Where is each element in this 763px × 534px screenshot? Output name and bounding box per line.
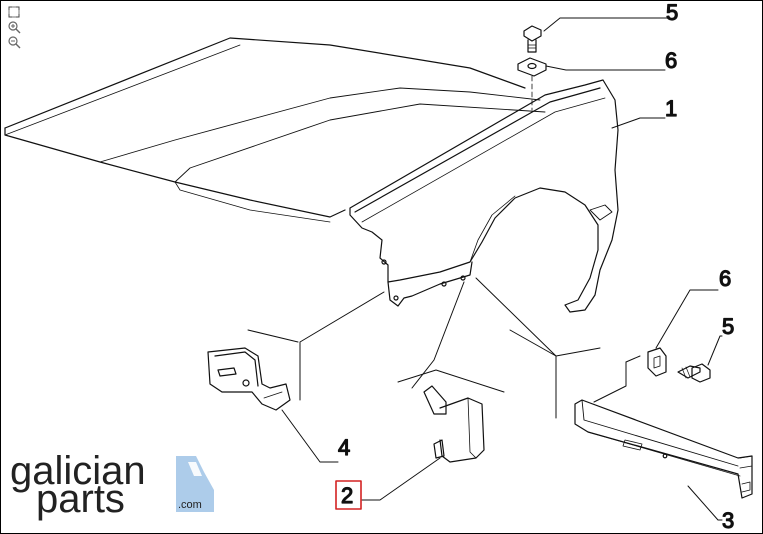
- hood-drawing: [4, 37, 546, 223]
- leader-lines: [247, 17, 723, 521]
- zoom-in-icon[interactable]: [7, 20, 21, 34]
- callout-1[interactable]: 1: [664, 95, 677, 121]
- clip-nut-part-6-top[interactable]: [517, 57, 547, 77]
- fender-part-1[interactable]: [349, 79, 619, 313]
- clip-nut-part-6-right[interactable]: [647, 347, 667, 377]
- svg-text:galician: galician: [10, 449, 146, 493]
- callout-2[interactable]: 2: [340, 482, 353, 508]
- bolt-part-5-top[interactable]: [523, 25, 542, 53]
- callout-6-right[interactable]: 6: [718, 265, 731, 291]
- fit-page-icon[interactable]: [7, 5, 21, 19]
- bolt-part-5-right[interactable]: [677, 363, 711, 383]
- support-bar-part-3[interactable]: [574, 399, 753, 499]
- svg-text:parts: parts: [36, 477, 125, 521]
- bracket-part-4[interactable]: [207, 347, 291, 411]
- viewer-toolbar: [7, 5, 25, 49]
- callout-5-right[interactable]: 5: [721, 313, 734, 339]
- callout-4[interactable]: 4: [337, 434, 350, 460]
- selected-callout-highlight: [335, 480, 362, 510]
- callout-6-top[interactable]: 6: [664, 47, 677, 73]
- callout-labels: 5 6 1 6 5 4 3 2: [335, 0, 735, 534]
- zoom-out-icon[interactable]: [7, 35, 21, 49]
- svg-text:.com: .com: [178, 499, 202, 511]
- callout-3[interactable]: 3: [721, 507, 734, 533]
- galicianparts-logo: galician parts .com: [10, 449, 214, 521]
- seal-part-2[interactable]: [423, 385, 485, 463]
- callout-5-top[interactable]: 5: [665, 0, 678, 26]
